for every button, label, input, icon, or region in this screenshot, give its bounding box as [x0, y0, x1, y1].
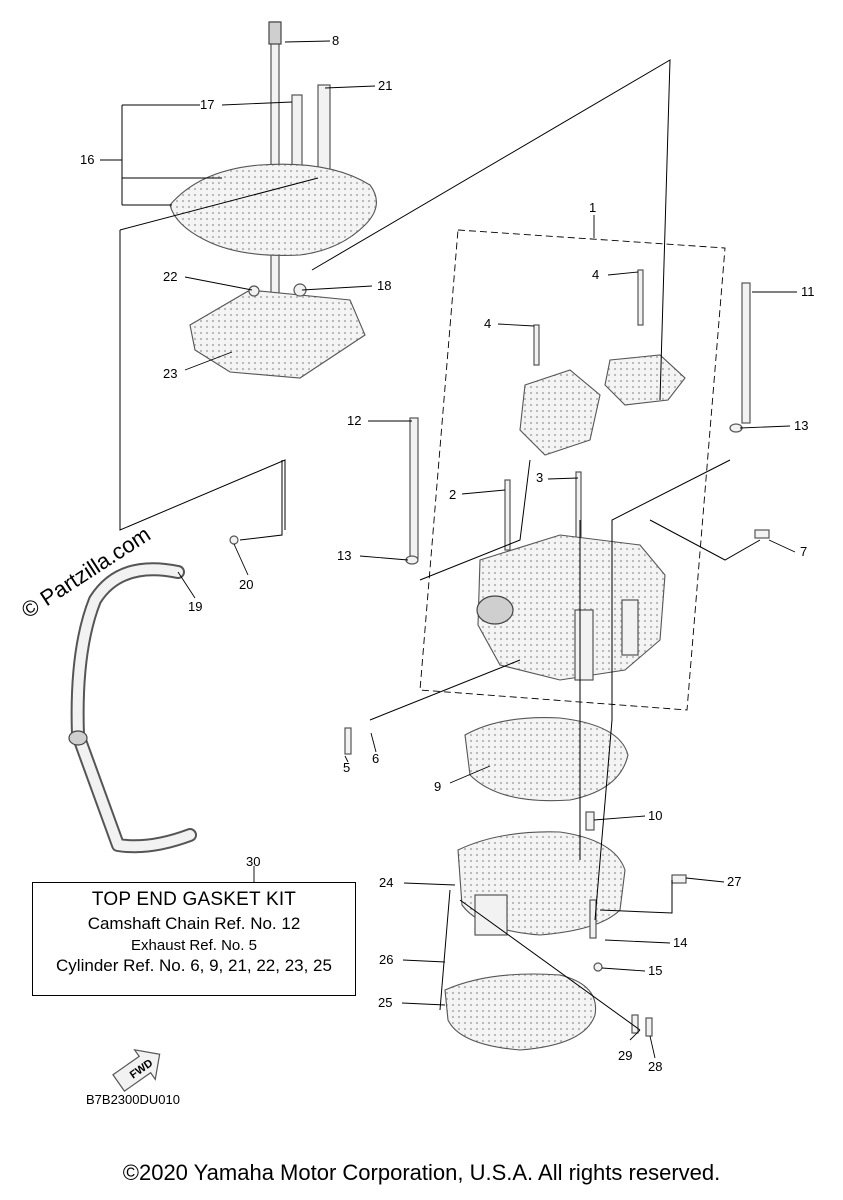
bracket-valves [369, 459, 581, 860]
callout-26: 26 [379, 952, 393, 967]
part-15-nut [593, 962, 603, 972]
callout-13-a: 13 [794, 418, 808, 433]
part-cylinder-head [477, 534, 666, 681]
callout-10: 10 [648, 808, 662, 823]
callout-1: 1 [589, 200, 596, 215]
part-9-gasket [464, 717, 629, 802]
part-20-clip [229, 535, 239, 545]
callout-8: 8 [332, 33, 339, 48]
part-22-plug [248, 285, 260, 297]
callout-21: 21 [378, 78, 392, 93]
part-23-gasket [189, 289, 366, 379]
part-7-plug [754, 529, 770, 539]
parts-illustrations: FWD [68, 21, 770, 1092]
kit-camshaft-chain-ref: Camshaft Chain Ref. No. 12 [87, 914, 301, 933]
callout-6: 6 [372, 751, 379, 766]
bracket-head-cover [119, 59, 671, 531]
kit-title: TOP END GASKET KIT [91, 889, 297, 910]
part-16-head-cover [169, 163, 377, 256]
top-end-gasket-kit-box: TOP END GASKET KIT Camshaft Chain Ref. N… [32, 882, 356, 996]
part-cam-holder [604, 354, 686, 406]
part-5-bolt [344, 727, 352, 755]
dashed-box-1 [419, 229, 726, 711]
callout-11: 11 [801, 284, 815, 299]
part-head-column-b [621, 599, 639, 656]
callout-20: 20 [239, 577, 253, 592]
callout-13-b: 13 [337, 548, 351, 563]
part-4-bolt-b [637, 269, 644, 326]
part-25-gasket [444, 973, 597, 1051]
fwd-arrow-icon: FWD [112, 1048, 161, 1092]
callout-3: 3 [536, 470, 543, 485]
callout-17: 17 [200, 97, 214, 112]
bracket-cylinder-head [594, 459, 761, 921]
kit-cylinder-ref: Cylinder Ref. No. 6, 9, 21, 22, 23, 25 [56, 956, 332, 975]
part-14-stud [589, 899, 597, 939]
callout-22: 22 [163, 269, 177, 284]
part-8-bolt-head [268, 21, 282, 45]
callout-2: 2 [449, 487, 456, 502]
callout-25: 25 [378, 995, 392, 1010]
callout-23: 23 [163, 366, 177, 381]
part-12-stud [409, 417, 419, 559]
part-4-bolt-a [533, 324, 540, 366]
part-28-bolt [645, 1017, 653, 1037]
callout-4-b: 4 [592, 267, 599, 282]
kit-exhaust-ref: Exhaust Ref. No. 5 [131, 937, 257, 954]
part-11-stud [741, 282, 751, 424]
leader-lines [100, 40, 797, 1059]
callout-28: 28 [648, 1059, 662, 1074]
callout-9: 9 [434, 779, 441, 794]
part-29-bolt [631, 1014, 639, 1034]
bracket-head-cover-tail [239, 460, 283, 541]
callout-19: 19 [188, 599, 202, 614]
callout-15: 15 [648, 963, 662, 978]
part-10-dowel [585, 811, 595, 831]
part-19-hose-clamp [68, 730, 88, 746]
callout-labels: 1 2 3 4 4 5 6 7 8 9 10 11 12 13 13 14 15… [80, 33, 815, 1074]
drawing-code: B7B2300DU010 [86, 1092, 180, 1107]
callout-27: 27 [727, 874, 741, 889]
bracket-16 [100, 104, 222, 206]
part-cylinder-sleeve [474, 894, 508, 936]
part-19-hose-inner [72, 564, 195, 852]
callout-7: 7 [800, 544, 807, 559]
callout-30: 30 [246, 854, 260, 869]
bracket-cylinder [439, 880, 673, 1031]
callout-16: 16 [80, 152, 94, 167]
callout-18: 18 [377, 278, 391, 293]
callout-5: 5 [343, 760, 350, 775]
callout-12: 12 [347, 413, 361, 428]
copyright-notice: ©2020 Yamaha Motor Corporation, U.S.A. A… [122, 1160, 721, 1185]
part-head-column-a [574, 609, 594, 681]
part-2-valve [504, 479, 511, 551]
callout-24: 24 [379, 875, 393, 890]
part-camshaft [519, 369, 601, 456]
callout-14: 14 [673, 935, 687, 950]
part-intake-port [476, 595, 514, 625]
callout-4-a: 4 [484, 316, 491, 331]
part-27-bolt [671, 874, 687, 884]
callout-29: 29 [618, 1048, 632, 1063]
